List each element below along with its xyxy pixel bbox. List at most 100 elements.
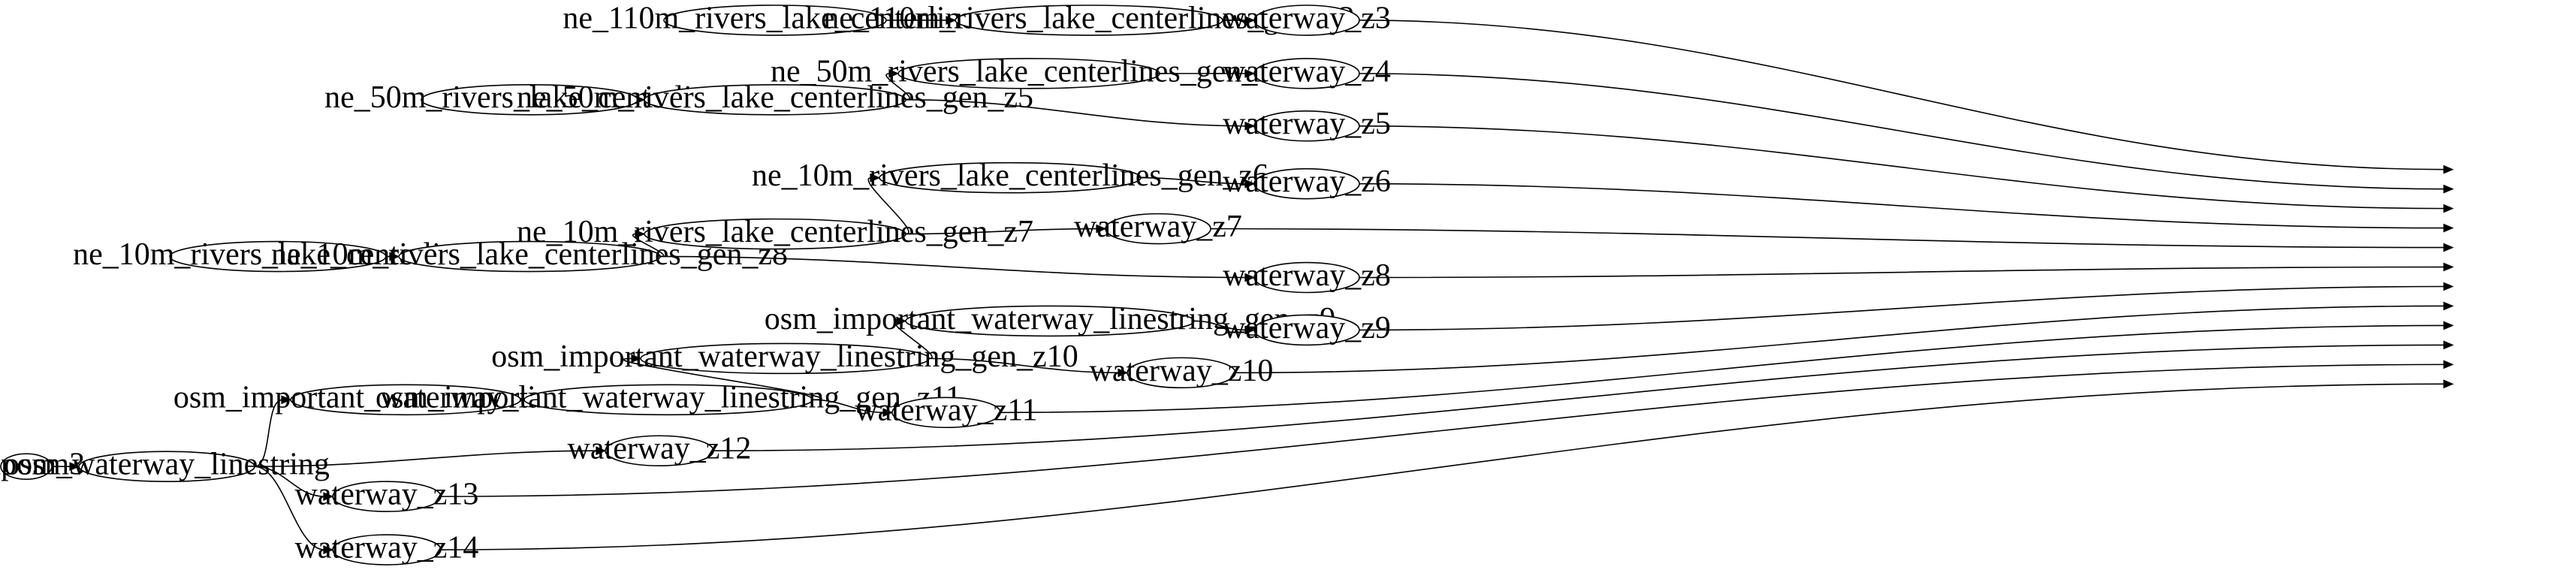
edge-arrowhead (1096, 224, 1107, 234)
node-shape (1254, 5, 1359, 35)
graph-node-waterway_z11[interactable]: waterway_z11 (855, 394, 1038, 428)
graph-edge-ne_10m_rivers_lake_centerlines--to--ne_10m_rivers_lake_centerlines_gen_z8 (385, 252, 400, 261)
graph-edge-ne_10m_rivers_lake_centerlines_gen_z7--to--waterway_z7 (906, 224, 1107, 234)
edge-line (713, 345, 2445, 451)
edge-arrowhead (2443, 204, 2454, 213)
node-shape (399, 242, 660, 272)
edge-arrowhead (323, 545, 334, 554)
edge-line (255, 451, 597, 466)
node-shape (892, 397, 1000, 427)
graph-edge-osm_waterway_linestring--to--waterway_z12 (255, 446, 607, 466)
node-shape (79, 451, 255, 481)
node-shape (1254, 263, 1359, 293)
edge-arrowhead (2443, 340, 2454, 350)
node-shape (605, 436, 713, 466)
graph-edge-imposm3--to--osm_waterway_linestring (52, 462, 80, 472)
graph-edge-osm_waterway_linestring--to--waterway_z13 (255, 466, 334, 502)
graph-node-osm_waterway_linestring[interactable]: osm_waterway_linestring (4, 448, 330, 482)
graph-edge-osm_important_waterway_linestring_gen_z10--to--osm_important_waterway_linestring_gen_z9 (894, 316, 932, 358)
edge-arrowhead (69, 462, 80, 472)
edge-line (929, 358, 1119, 372)
edge-arrowhead (2443, 282, 2454, 291)
edge-line (441, 384, 2445, 550)
graph-edge-osm_waterway_linestring--to--osm_important_waterway_linestring (255, 395, 292, 466)
edge-line (255, 466, 324, 550)
graph-edge-ne_10m_rivers_lake_centerlines_gen_z7--to--ne_10m_rivers_lake_centerlines_gen_z6 (868, 173, 909, 234)
node-shape (1, 454, 52, 479)
edge-arrowhead (2443, 301, 2454, 311)
graph-node-waterway_z10[interactable]: waterway_z10 (1090, 354, 1274, 388)
edge-line (255, 400, 282, 466)
graph-node-ne_10m_rivers_lake_centerlines_gen_z6[interactable]: ne_10m_rivers_lake_centerlines_gen_z6 (752, 158, 1268, 193)
node-shape (644, 85, 906, 115)
graph-edge-osm_important_waterway_linestring_gen_z11--to--osm_important_waterway_linestring_gen_z10 (623, 354, 822, 400)
edge-line (813, 400, 884, 412)
edge-arrowhead (1244, 325, 1256, 335)
graph-edge-waterway_z4--to--layer_waterway.z4 (1359, 74, 2454, 194)
edge-arrowhead (870, 173, 881, 182)
graph-edge-ne_50m_rivers_lake_centerlines_gen_z5--to--ne_50m_rivers_lake_centerlines_gen_z4 (886, 68, 909, 100)
graph-edge-waterway_z8--to--layer_waterway.z8 (1359, 262, 2454, 278)
edge-line (623, 358, 822, 400)
graph-edge-waterway_z5--to--layer_waterway.z5 (1359, 126, 2454, 213)
graph-node-waterway_z12[interactable]: waterway_z12 (568, 432, 752, 466)
graph-edge-waterway_z11--to--layer_waterway.z11 (1000, 321, 2454, 412)
edge-line (906, 100, 1246, 126)
edge-line (1141, 178, 1246, 184)
node-shape (898, 59, 1160, 89)
graph-node-waterway_z14[interactable]: waterway_z14 (295, 530, 479, 565)
graph-edge-waterway_z3--to--layer_waterway.z3 (1359, 20, 2454, 174)
node-shape (170, 242, 386, 272)
node-shape (906, 306, 1194, 336)
edge-line (868, 178, 909, 234)
edge-arrowhead (2443, 379, 2454, 389)
edge-line (1359, 74, 2445, 189)
node-shape (1254, 59, 1359, 89)
edge-line (1359, 126, 2445, 209)
edge-arrowhead (2443, 223, 2454, 233)
edge-line (906, 229, 1097, 234)
edge-arrowhead (635, 229, 646, 239)
edge-arrowhead (2443, 262, 2454, 272)
node-shape (644, 219, 906, 249)
graph-edge-waterway_z7--to--layer_waterway.z7 (1211, 229, 2454, 252)
edge-arrowhead (882, 408, 894, 418)
node-shape (421, 85, 638, 115)
graph-edge-ne_10m_rivers_lake_centerlines_gen_z8--to--waterway_z8 (660, 257, 1256, 282)
node-shape (1254, 169, 1359, 199)
graph-edge-waterway_z14--to--layer_waterway.z14+ (441, 379, 2454, 550)
graph-edge-ne_110m_rivers_lake_centerlines--to--ne_110m_rivers_lake_centerlines_gen_z3 (886, 16, 957, 25)
edge-arrowhead (1118, 368, 1129, 378)
graph-edge-ne_110m_rivers_lake_centerlines_gen_z3--to--waterway_z3 (1223, 16, 1256, 25)
node-shape (333, 481, 441, 511)
node-shape (641, 343, 929, 373)
node-shape (524, 385, 813, 415)
graph-edge-waterway_z10--to--layer_waterway.z10 (1235, 301, 2454, 372)
edge-arrowhead (896, 316, 907, 326)
edge-line (660, 257, 1246, 278)
edge-line (1359, 287, 2445, 330)
graph-node-osm_important_waterway_linestring_gen_z10[interactable]: osm_important_waterway_linestring_gen_z1… (491, 339, 1078, 374)
edge-line (1359, 184, 2445, 228)
edge-line (441, 364, 2445, 496)
edge-line (1000, 325, 2445, 412)
node-shape (333, 535, 441, 565)
edge-layer (52, 16, 2454, 554)
graph-node-ne_50m_rivers_lake_centerlines_gen_z4[interactable]: ne_50m_rivers_lake_centerlines_gen_z4 (771, 54, 1287, 89)
graph-edge-waterway_z12--to--layer_waterway.z12 (713, 340, 2454, 451)
edge-arrowhead (2443, 321, 2454, 330)
edge-arrowhead (323, 492, 334, 502)
node-shape (664, 5, 886, 35)
edge-line (255, 466, 324, 496)
node-layer: imposm3ne_110m_rivers_lake_centerlinesne… (0, 1, 1391, 565)
edge-line (886, 74, 909, 100)
graph-edge-waterway_z6--to--layer_waterway.z6 (1359, 184, 2454, 233)
edge-arrowhead (389, 252, 400, 261)
edge-line (1359, 267, 2445, 278)
graph-node-ne_110m_rivers_lake_centerlines[interactable]: ne_110m_rivers_lake_centerlines (563, 1, 988, 35)
graph-edge-ne_10m_rivers_lake_centerlines_gen_z6--to--waterway_z6 (1141, 178, 1256, 188)
graph-node-waterway_z13[interactable]: waterway_z13 (295, 478, 479, 512)
edge-arrowhead (2443, 184, 2454, 194)
edge-line (1211, 229, 2445, 248)
